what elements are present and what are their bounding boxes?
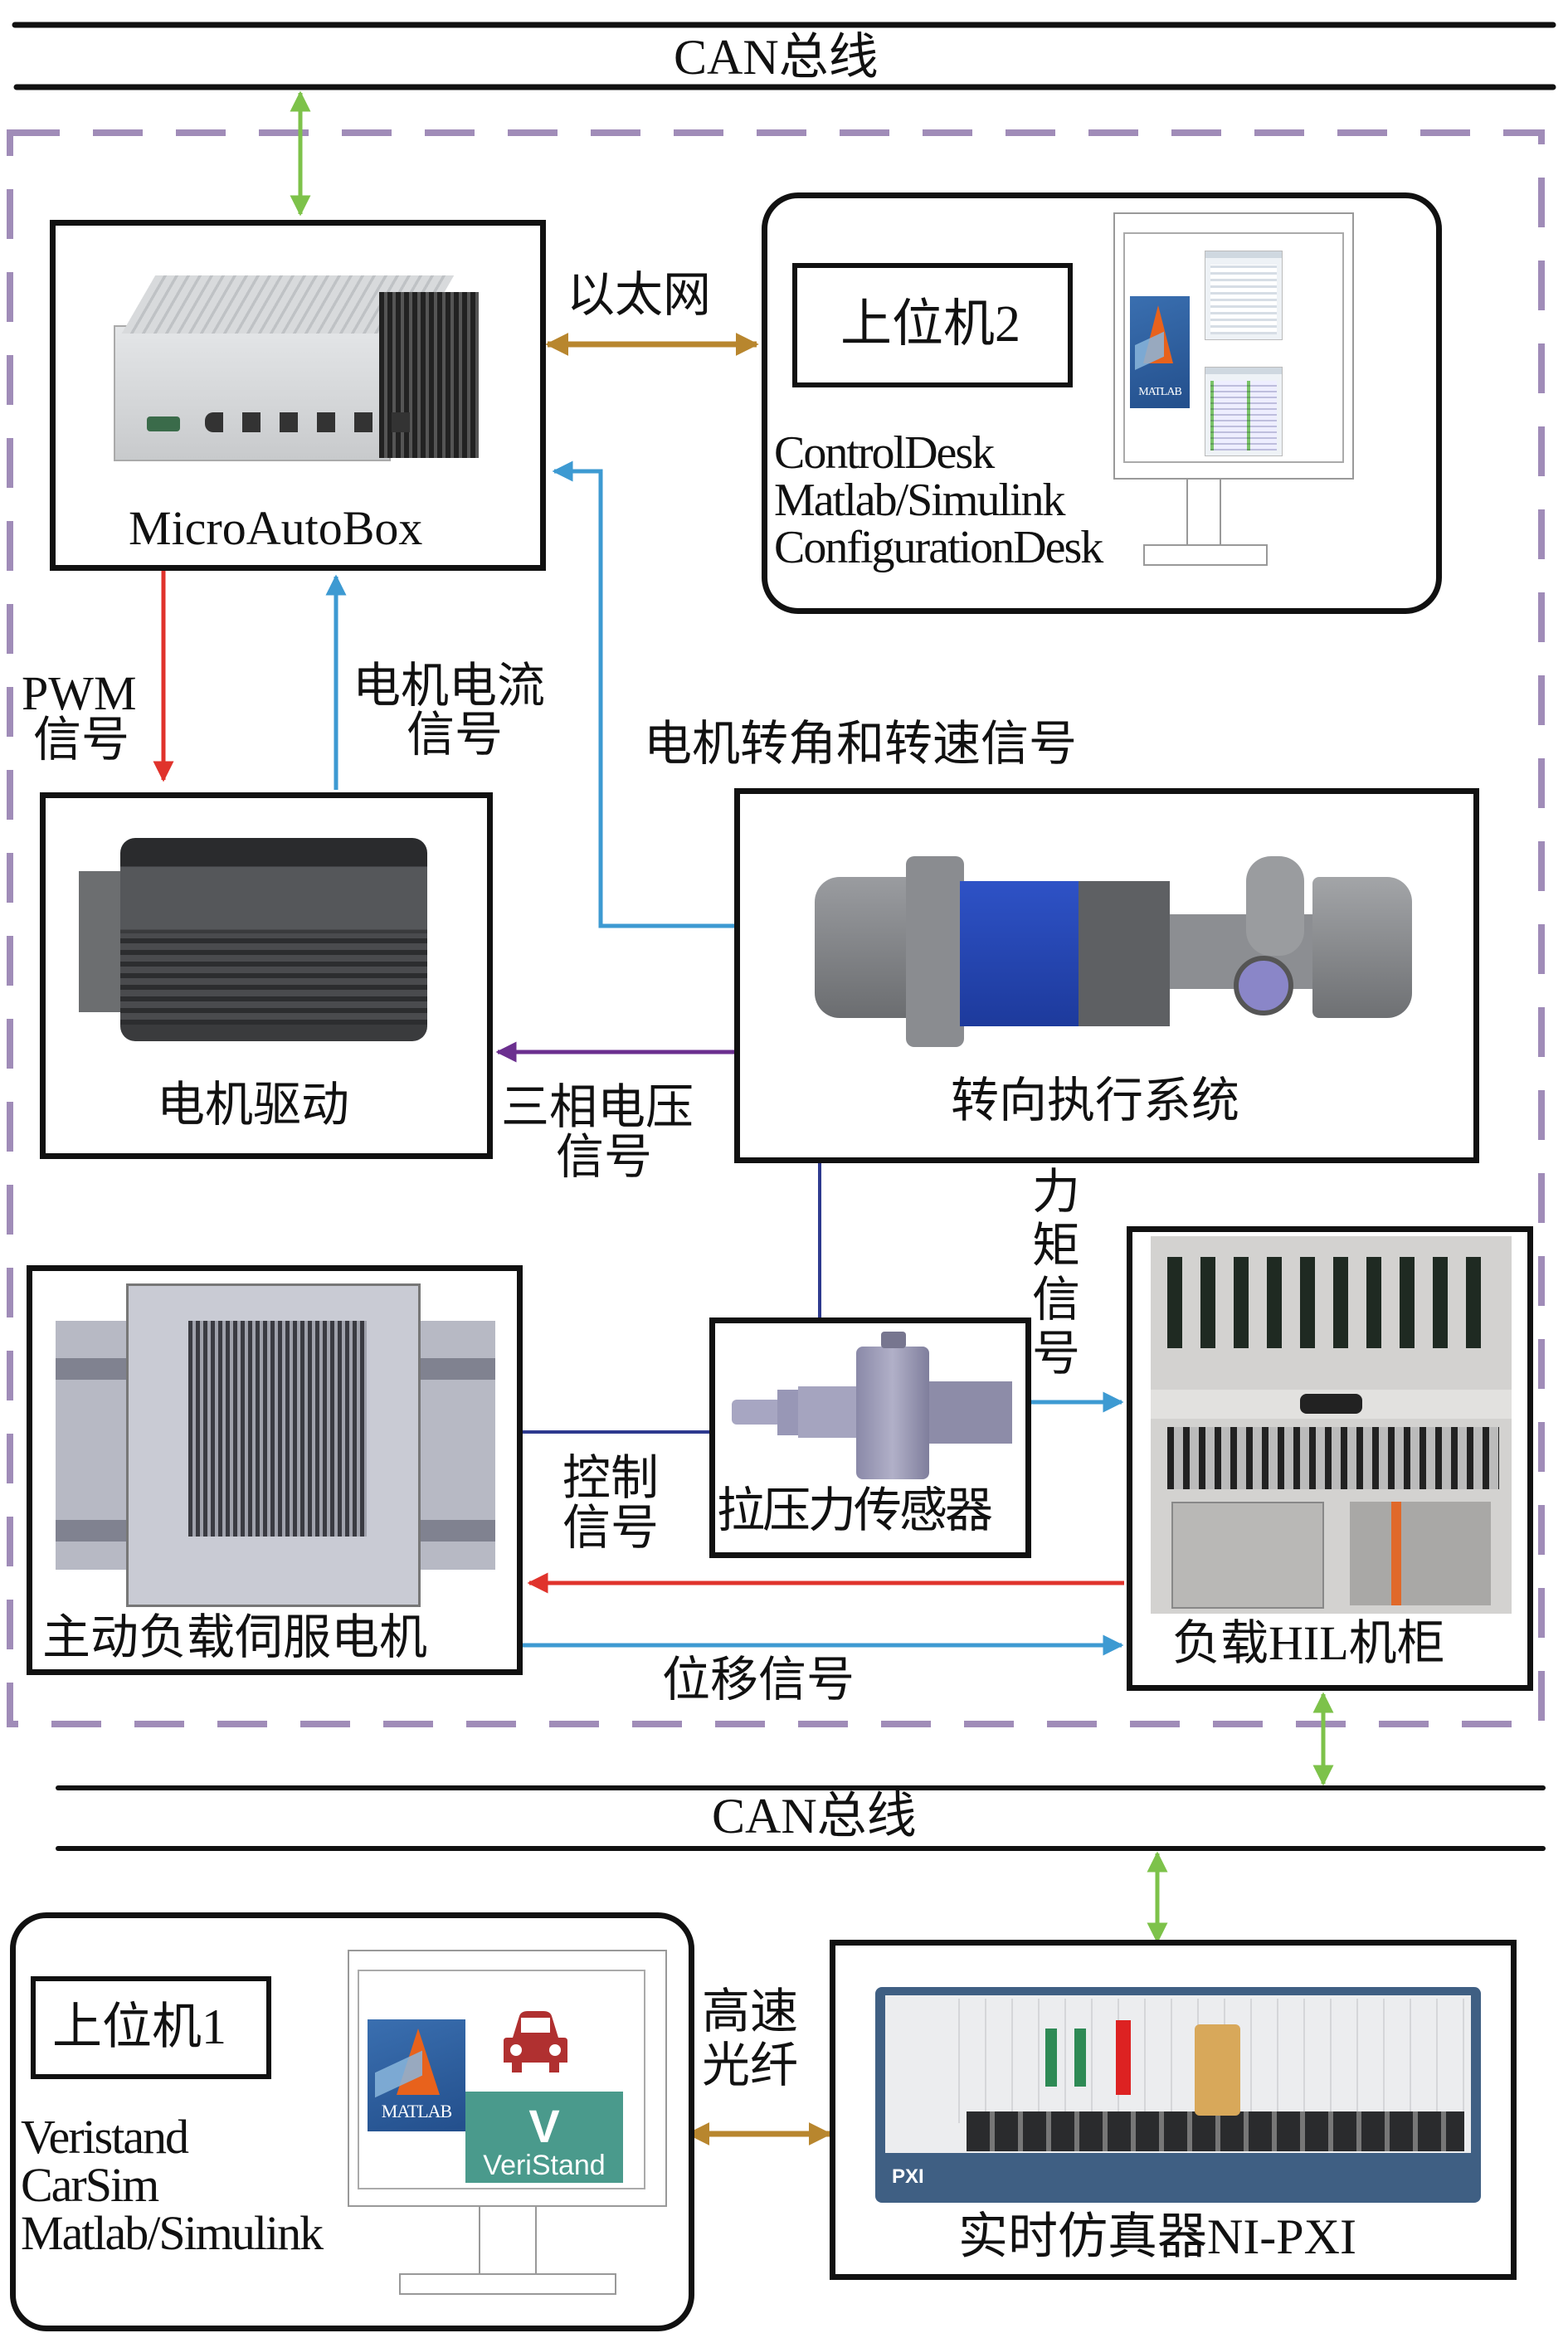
host2-screen: MATLAB xyxy=(1123,232,1344,463)
matlab-logo-icon: MATLAB xyxy=(1130,296,1190,408)
host2-monitor: MATLAB xyxy=(1113,212,1354,480)
fiber-label-1: 高速 xyxy=(702,1985,799,2038)
motor-driver-node[interactable]: 电机驱动 xyxy=(40,792,493,1159)
steering-system-node[interactable]: 转向执行系统 xyxy=(734,788,1479,1163)
force-sensor-image xyxy=(732,1332,1014,1479)
motor-driver-label: 电机驱动 xyxy=(157,1078,350,1132)
host1-software-2: CarSim xyxy=(21,2158,159,2212)
controldesk-screenshot xyxy=(1205,367,1283,456)
microautobox-label: MicroAutoBox xyxy=(129,501,423,555)
host2-software-2: Matlab/Simulink xyxy=(774,475,1066,526)
angle-speed-label: 电机转角和转速信号 xyxy=(644,717,1078,771)
hil-cabinet-node[interactable]: 负载HIL机柜 xyxy=(1127,1226,1533,1691)
torque-signal-char-1: 力 xyxy=(1031,1165,1080,1219)
can-bus-top-label: CAN总线 xyxy=(674,30,879,85)
host2-monitor-base xyxy=(1143,544,1268,566)
matlab-logo-icon: MATLAB xyxy=(368,2019,465,2131)
control-signal-label-2: 信号 xyxy=(562,1501,660,1555)
load-servo-label: 主动负载伺服电机 xyxy=(42,1610,428,1664)
host1-monitor-base xyxy=(399,2273,616,2295)
carsim-car-icon xyxy=(496,2004,575,2083)
microautobox-image xyxy=(105,275,487,466)
hil-cabinet-image xyxy=(1151,1236,1512,1614)
motor-driver-image xyxy=(79,838,436,1041)
torque-signal-label: 力 矩 信 号 xyxy=(1029,1165,1083,1381)
host2-monitor-stand xyxy=(1186,480,1221,544)
host1-software-3: Matlab/Simulink xyxy=(21,2206,324,2260)
displacement-signal-label: 位移信号 xyxy=(662,1653,855,1707)
host1-monitor: MATLAB V VeriStand xyxy=(348,1950,667,2207)
host2-node[interactable]: 上位机2 ControlDesk Matlab/Simulink Configu… xyxy=(762,192,1442,614)
load-servo-image xyxy=(56,1283,495,1607)
control-signal-label-1: 控制 xyxy=(562,1451,660,1505)
hil-dashed-boundary xyxy=(7,129,1545,1727)
host2-title-box: 上位机2 xyxy=(792,263,1073,387)
host1-screen: MATLAB V VeriStand xyxy=(358,1970,645,2189)
host2-software-1: ControlDesk xyxy=(774,427,995,479)
can-bus-bottom-label: CAN总线 xyxy=(712,1789,917,1844)
ni-pxi-label: 实时仿真器NI-PXI xyxy=(958,2209,1356,2264)
torque-signal-char-2: 矩 xyxy=(1031,1218,1080,1273)
veristand-logo-icon: V VeriStand xyxy=(465,2092,623,2183)
host1-title-box: 上位机1 xyxy=(31,1976,271,2079)
host1-monitor-stand xyxy=(479,2207,537,2273)
torque-signal-char-4: 号 xyxy=(1031,1326,1080,1381)
hil-cabinet-label: 负载HIL机柜 xyxy=(1172,1616,1445,1670)
microautobox-node[interactable]: MicroAutoBox xyxy=(50,220,546,571)
force-sensor-label: 拉压力传感器 xyxy=(717,1483,993,1537)
ni-pxi-image: PXI xyxy=(875,1987,1481,2203)
pwm-label-1: PWM xyxy=(22,666,137,720)
host2-title: 上位机2 xyxy=(840,296,1021,353)
host2-software-3: ConfigurationDesk xyxy=(774,522,1103,573)
three-phase-label-1: 三相电压 xyxy=(501,1080,694,1134)
host1-software-1: Veristand xyxy=(21,2110,189,2164)
torque-signal-char-3: 信 xyxy=(1031,1272,1080,1327)
host1-node[interactable]: 上位机1 Veristand CarSim Matlab/Simulink MA… xyxy=(10,1912,694,2331)
force-sensor-node[interactable]: 拉压力传感器 xyxy=(709,1317,1031,1558)
simulink-screenshot xyxy=(1205,251,1283,340)
three-phase-label-2: 信号 xyxy=(556,1130,653,1184)
fiber-label-2: 光纤 xyxy=(702,2038,799,2092)
steering-actuator-image xyxy=(815,856,1412,1047)
motor-current-label-2: 信号 xyxy=(407,708,504,762)
pwm-label-2: 信号 xyxy=(33,713,130,767)
ethernet-label: 以太网 xyxy=(567,268,712,322)
steering-system-label: 转向执行系统 xyxy=(951,1074,1240,1128)
load-servo-node[interactable]: 主动负载伺服电机 xyxy=(27,1265,523,1675)
ni-pxi-node[interactable]: PXI 实时仿真器NI-PXI xyxy=(830,1940,1517,2280)
angle-speed-link xyxy=(552,460,734,928)
motor-current-label-1: 电机电流 xyxy=(353,659,546,713)
host1-title: 上位机1 xyxy=(52,1999,226,2054)
